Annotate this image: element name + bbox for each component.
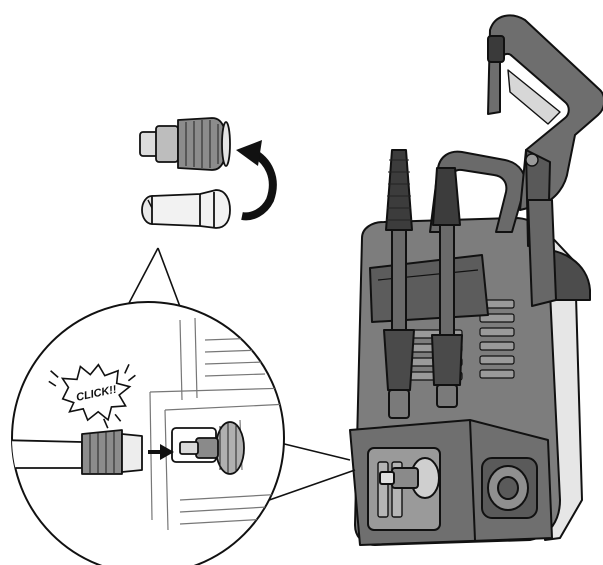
callout-inlet (171, 421, 245, 475)
washer-holster (369, 254, 489, 323)
callout-circle (11, 301, 285, 565)
arrow-right-icon (148, 444, 174, 460)
click-burst: CLICK!! (48, 363, 136, 429)
gun-holder-post (527, 199, 557, 307)
quick-connector-upper (139, 117, 231, 171)
nozzle-lance-right (431, 167, 463, 408)
pressure-washer (349, 14, 603, 546)
connector-parts (139, 117, 231, 229)
zoom-callout: CLICK!! (11, 247, 356, 565)
washer-inlet-connector (379, 457, 440, 499)
callout-hose (12, 429, 143, 475)
click-burst-shape (60, 363, 132, 422)
quick-connector-lower (141, 189, 231, 229)
callout-pointer-top (127, 247, 183, 313)
curved-arrow-icon (236, 140, 277, 221)
click-sound-marks (48, 363, 136, 429)
washer-wheel (481, 457, 538, 519)
nozzle-lance-left (383, 149, 415, 419)
